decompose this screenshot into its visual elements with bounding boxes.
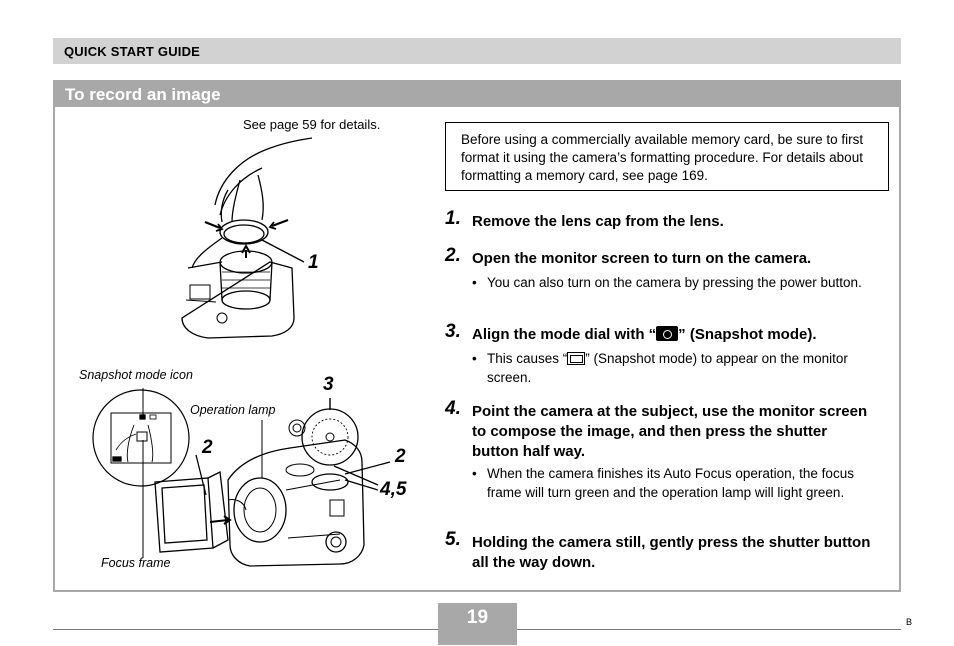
panel-title-bar: To record an image bbox=[55, 80, 899, 107]
page-number-tab: 19 bbox=[438, 603, 517, 645]
snapshot-mode-icon bbox=[567, 352, 586, 365]
step-text: Open the monitor screen to turn on the c… bbox=[472, 250, 812, 267]
panel-title: To record an image bbox=[65, 85, 221, 104]
section-header: QUICK START GUIDE bbox=[53, 38, 901, 64]
step-text-post: ” (Snapshot mode). bbox=[678, 326, 817, 343]
bullet-text: When the camera finishes its Auto Focus … bbox=[487, 466, 854, 500]
step-text-pre: Align the mode dial with “ bbox=[472, 326, 657, 343]
callout-number-4-5: 4,5 bbox=[380, 479, 407, 500]
callout-focus-frame: Focus frame bbox=[101, 556, 171, 570]
callout-number-2-monitor: 2 bbox=[202, 437, 213, 458]
memory-card-note-text: Before using a commercially available me… bbox=[461, 132, 864, 183]
memory-card-note-box: Before using a commercially available me… bbox=[445, 122, 889, 191]
callout-snapshot-mode-icon: Snapshot mode icon bbox=[79, 368, 193, 382]
bullet-text-post: ” (Snapshot mode) to appear on the monit… bbox=[487, 351, 848, 385]
section-header-title: QUICK START GUIDE bbox=[64, 44, 201, 59]
callout-operation-lamp: Operation lamp bbox=[190, 403, 276, 417]
bullet-text: You can also turn on the camera by press… bbox=[487, 275, 862, 290]
step-text: Remove the lens cap from the lens. bbox=[472, 213, 724, 230]
bullet-text-pre: This causes “ bbox=[487, 351, 568, 366]
callout-number-2-power: 2 bbox=[395, 446, 406, 467]
lens-cap-illustration bbox=[181, 137, 313, 339]
camera-body-illustration bbox=[92, 388, 391, 567]
camera-icon bbox=[656, 326, 679, 341]
step-text: Holding the camera still, gently press t… bbox=[472, 534, 871, 571]
step-number: 5. bbox=[445, 529, 461, 550]
footer-language-mark: B bbox=[906, 617, 913, 627]
instruction-panel: To record an image bbox=[53, 80, 901, 592]
step-number: 1. bbox=[445, 208, 461, 229]
step-number: 3. bbox=[445, 321, 461, 342]
bullet-dot: • bbox=[472, 466, 477, 481]
see-page-note: See page 59 for details. bbox=[243, 117, 381, 132]
bullet-dot: • bbox=[472, 275, 477, 290]
page-number: 19 bbox=[466, 607, 489, 628]
callout-number-1: 1 bbox=[308, 252, 319, 273]
step-text: Point the camera at the subject, use the… bbox=[472, 403, 868, 460]
bullet-dot: • bbox=[472, 351, 477, 366]
callout-number-3: 3 bbox=[323, 374, 334, 395]
step-number: 2. bbox=[445, 245, 461, 266]
step-number: 4. bbox=[445, 398, 461, 419]
